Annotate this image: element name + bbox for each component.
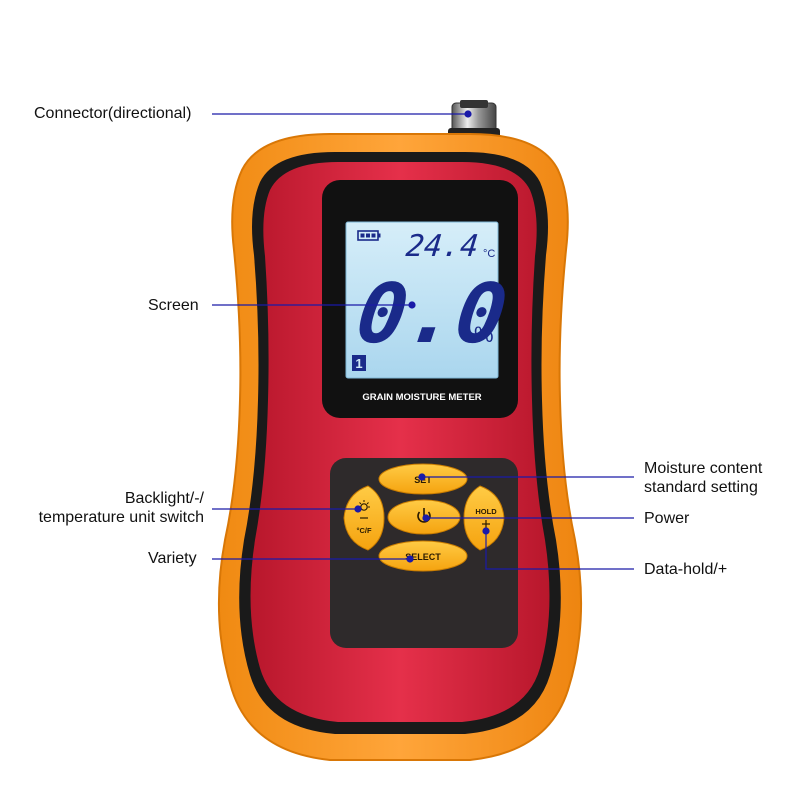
callout-connector: Connector(directional) [34, 105, 192, 122]
callout-backlight-line2: temperature unit switch [38, 509, 204, 526]
callout-moisture-line2: standard setting [644, 479, 758, 496]
connector [448, 100, 500, 138]
battery-icon [357, 230, 381, 241]
power-icon [417, 508, 431, 523]
moisture-unit: % [474, 322, 494, 347]
backlight-unit-button[interactable]: °C/F [343, 485, 385, 551]
select-button[interactable]: SELECT [378, 540, 468, 572]
lcd-screen [345, 221, 499, 379]
callout-moisture: Moisture content standard setting [644, 459, 762, 497]
callout-backlight: Backlight/-/ temperature unit switch [10, 489, 204, 527]
temperature-unit: °C [483, 248, 495, 260]
device-label: GRAIN MOISTURE METER [362, 392, 481, 403]
callout-screen: Screen [148, 297, 199, 314]
temperature-reading: 24.4 [404, 229, 480, 264]
hold-label: HOLD [475, 507, 497, 516]
callout-moisture-line1: Moisture content [644, 460, 763, 477]
unit-label: °C/F [356, 526, 371, 535]
leader-lines [212, 110, 634, 570]
callout-power: Power [644, 510, 690, 527]
callout-backlight-line1: Backlight/-/ [124, 490, 204, 507]
select-label: SELECT [405, 552, 441, 562]
mode-indicator: 1 [355, 356, 362, 371]
callout-datahold: Data-hold/+ [644, 561, 728, 578]
callout-variety: Variety [148, 550, 197, 567]
moisture-reading: 0.0 [351, 267, 512, 362]
